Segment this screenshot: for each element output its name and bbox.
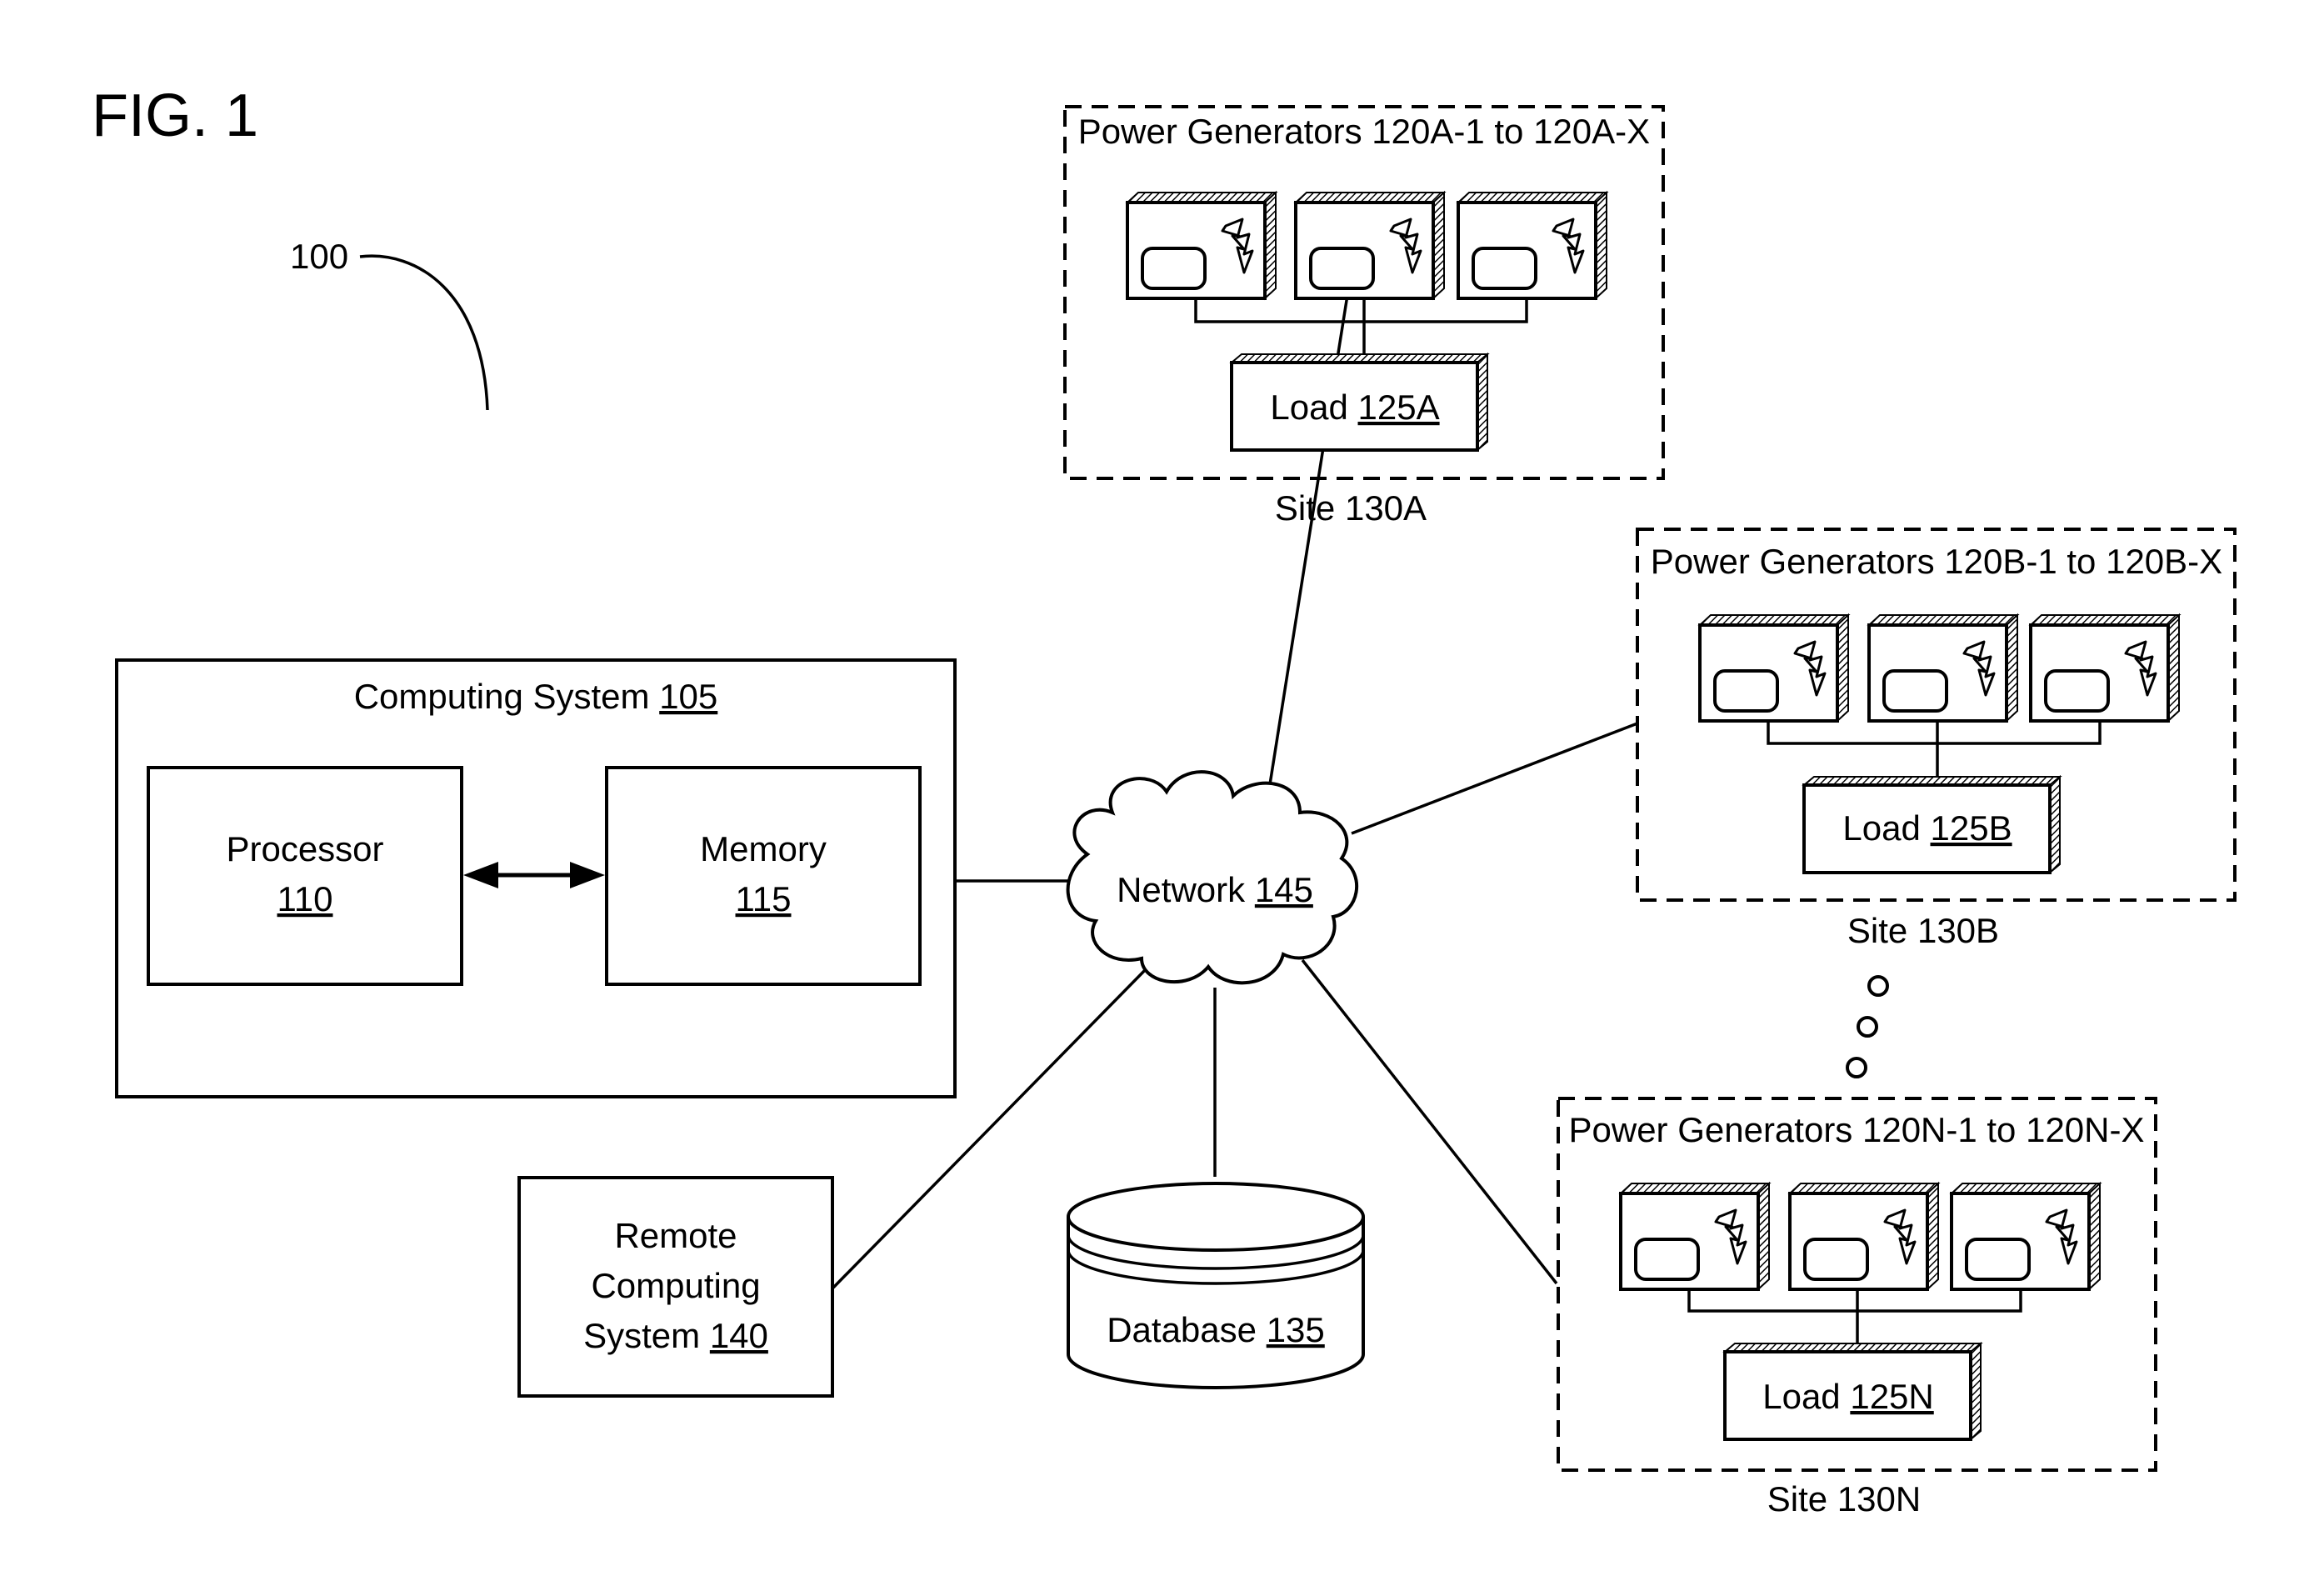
remote-computing-system: Remote Computing System 140 — [517, 1176, 834, 1398]
computing-system: Computing System 105 Processor 110 Memor… — [115, 658, 957, 1098]
load-b-ref: 125B — [1931, 808, 2012, 848]
memory-block: Memory 115 — [605, 766, 922, 986]
system-reference-leader — [359, 254, 489, 411]
remote-label-line2: Computing — [591, 1266, 760, 1305]
site-b-label: Site 130B — [1847, 911, 1999, 950]
load-a-label: Load — [1270, 388, 1347, 427]
svg-text:Database 135: Database 135 — [1107, 1310, 1325, 1349]
computing-system-label: Computing System — [354, 677, 650, 716]
svg-text:Network 145: Network 145 — [1117, 870, 1313, 909]
network-label: Network — [1117, 870, 1246, 909]
processor-label: Processor — [226, 829, 383, 868]
site-n-label: Site 130N — [1767, 1479, 1921, 1518]
svg-text:Load 125N: Load 125N — [1762, 1377, 1934, 1416]
network-connections — [832, 258, 1638, 1289]
power-generator-icon — [1950, 1182, 2102, 1291]
power-generator-icon — [2029, 613, 2181, 723]
database-cylinder-icon — [1067, 1217, 1365, 1389]
load-b-label: Load — [1842, 808, 1920, 848]
processor-memory-arrow — [463, 862, 605, 888]
network-ref: 145 — [1255, 870, 1313, 909]
power-generator-icon — [1457, 191, 1608, 300]
memory-label: Memory — [700, 829, 827, 868]
site-b-generators-label: Power Generators 120B-1 to 120B-X — [1651, 542, 2222, 581]
svg-text:Load 125B: Load 125B — [1842, 808, 2012, 848]
power-generator-icon — [1867, 613, 2019, 723]
power-generator-icon — [1126, 191, 1277, 300]
svg-text:Load 125A: Load 125A — [1270, 388, 1439, 427]
svg-text:System 140: System 140 — [583, 1316, 768, 1355]
figure-label: FIG. 1 — [92, 83, 258, 149]
remote-ref: 140 — [710, 1316, 768, 1355]
power-generator-icon — [1698, 613, 1850, 723]
cloud-icon — [1066, 770, 1358, 985]
site-a: Power Generators 120A-1 to 120A-X Load 1… — [1063, 105, 1665, 528]
load-a-ref: 125A — [1358, 388, 1440, 427]
memory-ref: 115 — [736, 879, 792, 918]
network-cloud: Network 145 — [1066, 770, 1358, 985]
database: Database 135 — [1067, 1182, 1365, 1389]
database-ref: 135 — [1267, 1310, 1325, 1349]
system-reference-number: 100 — [290, 237, 348, 276]
site-a-label: Site 130A — [1275, 488, 1427, 528]
site-b: Power Generators 120B-1 to 120B-X Load 1… — [1636, 528, 2237, 950]
load-n-label: Load — [1762, 1377, 1840, 1416]
computing-system-ref: 105 — [659, 677, 717, 716]
processor-block: Processor 110 — [147, 766, 463, 986]
vertical-ellipsis-dots — [1846, 975, 1889, 1078]
site-n: Power Generators 120N-1 to 120N-X Load 1… — [1557, 1097, 2157, 1518]
site-n-generators-label: Power Generators 120N-1 to 120N-X — [1568, 1110, 2144, 1149]
power-generator-icon — [1294, 191, 1446, 300]
processor-ref: 110 — [277, 879, 333, 918]
remote-label-line1: Remote — [614, 1216, 737, 1255]
power-generator-icon — [1619, 1182, 1771, 1291]
database-label: Database — [1107, 1310, 1257, 1349]
load-n-ref: 125N — [1850, 1377, 1933, 1416]
remote-label-line3: System — [583, 1316, 700, 1355]
power-generator-icon — [1788, 1182, 1940, 1291]
svg-text:Computing System: Computing System 105 — [354, 677, 718, 716]
site-a-generators-label: Power Generators 120A-1 to 120A-X — [1078, 112, 1650, 151]
